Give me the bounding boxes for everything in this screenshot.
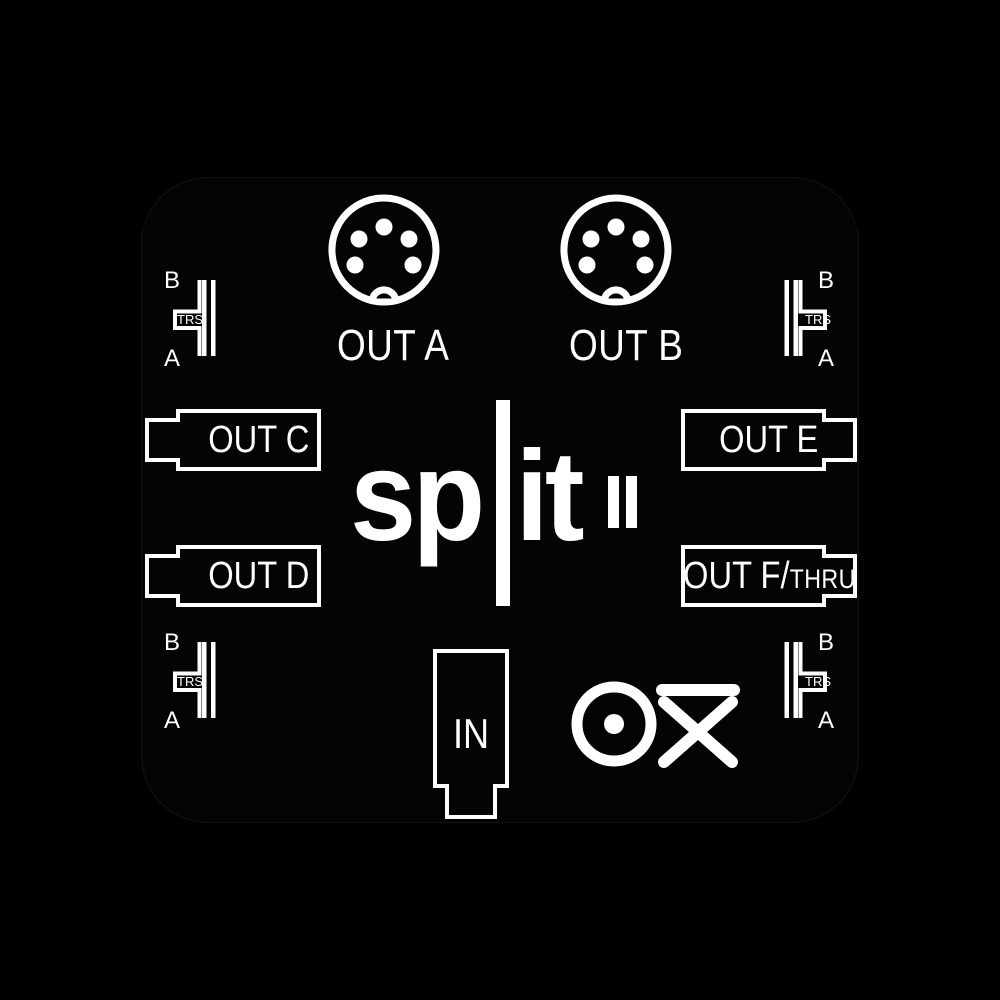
port-out-d[interactable]: OUT D	[144, 544, 322, 613]
trs-pinout-icon: B A TRS	[164, 267, 216, 372]
trs-pinout-icon: B A TRS	[784, 267, 834, 372]
trs-jack-plate-icon	[681, 409, 857, 471]
trs-center-label: TRS	[177, 674, 203, 689]
trs-bottom-label: A	[818, 345, 834, 370]
port-out-e[interactable]: OUT E	[680, 408, 858, 477]
port-in[interactable]: IN	[432, 648, 510, 825]
brand-mark	[570, 676, 742, 777]
trs-pinout-icon: B A TRS	[164, 629, 216, 734]
logo-divider-bar	[496, 400, 510, 606]
trs-top-label: B	[164, 267, 180, 294]
logo-text-sp: sp	[350, 425, 481, 568]
port-out-b[interactable]: OUT B	[560, 194, 684, 371]
trs-jack-plate-icon	[433, 649, 509, 819]
port-out-c[interactable]: OUT C	[144, 408, 322, 477]
port-out-f[interactable]: OUT F/THRU	[680, 544, 858, 613]
trs-jack-plate-icon	[145, 409, 321, 471]
logo-text-it: it	[516, 425, 584, 568]
logo-version-mark-2	[626, 476, 637, 528]
ox-brand-mark-icon	[571, 681, 740, 768]
trs-bottom-label: A	[164, 345, 180, 370]
trs-bottom-label: A	[164, 707, 180, 732]
port-out-b-label: OUT B	[568, 321, 684, 370]
trs-jack-plate-icon	[145, 545, 321, 607]
trs-marker-bottom-right: B A TRS	[782, 628, 842, 737]
trs-marker-bottom-left: B A TRS	[158, 628, 218, 737]
trs-center-label: TRS	[805, 674, 831, 689]
trs-center-label: TRS	[177, 312, 203, 327]
din-5-connector-icon	[328, 194, 440, 306]
trs-bottom-label: A	[818, 707, 834, 732]
trs-center-label: TRS	[805, 312, 831, 327]
port-out-a-label: OUT A	[336, 321, 450, 370]
split-wordmark: sp it	[350, 400, 637, 606]
trs-top-label: B	[818, 629, 834, 656]
trs-marker-top-left: B A TRS	[158, 266, 218, 375]
product-logo: sp it	[350, 398, 650, 613]
port-out-a[interactable]: OUT A	[328, 194, 450, 371]
trs-top-label: B	[818, 267, 834, 294]
trs-top-label: B	[164, 629, 180, 656]
trs-marker-top-right: B A TRS	[782, 266, 842, 375]
trs-pinout-icon: B A TRS	[784, 629, 834, 734]
trs-jack-plate-icon	[681, 545, 857, 607]
logo-version-mark-1	[608, 476, 619, 528]
din-5-connector-icon	[560, 194, 672, 306]
